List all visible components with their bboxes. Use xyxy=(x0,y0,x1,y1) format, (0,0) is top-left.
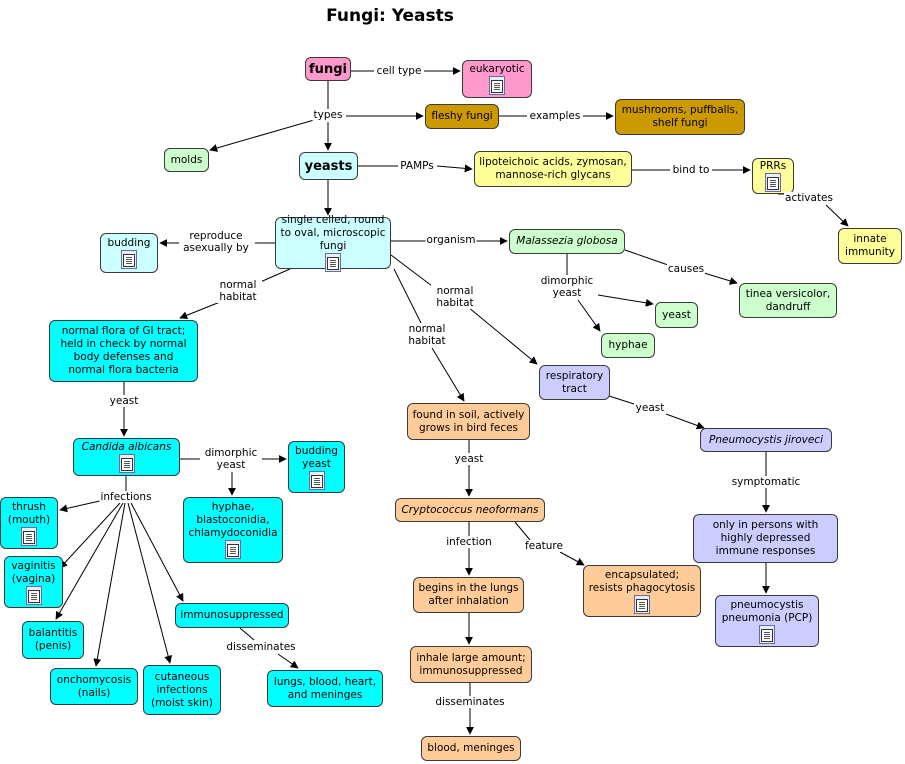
node-lungs-blood[interactable]: lungs, blood, heart, and meninges xyxy=(267,670,383,707)
document-icon[interactable] xyxy=(25,585,42,605)
document-icon[interactable] xyxy=(225,540,241,559)
node-single-celled[interactable]: single celled, round to oval, microscopi… xyxy=(275,214,391,272)
connector-pamps-lipo xyxy=(436,164,473,173)
link-label-disseminates-2: disseminates xyxy=(434,696,506,708)
node-onchomycosis[interactable]: onchomycosis (nails) xyxy=(50,668,138,705)
link-label-bind-to: bind to xyxy=(671,164,711,176)
node-innate-immunity[interactable]: innate immunity xyxy=(838,228,902,264)
link-label-disseminates-1: disseminates xyxy=(225,641,297,653)
node-molds[interactable]: molds xyxy=(164,148,209,172)
connector-infections-cutaneous xyxy=(127,502,173,664)
link-label-normal-habitat-3: normal habitat xyxy=(403,323,451,347)
node-cutaneous[interactable]: cutaneous infections (moist skin) xyxy=(143,665,221,715)
document-icon[interactable] xyxy=(121,250,137,269)
document-icon[interactable] xyxy=(118,454,135,473)
connector-dimorphic-hyphae xyxy=(577,299,601,332)
connector-infections-balantitis xyxy=(55,502,124,620)
connector-single-habitat1 xyxy=(257,268,291,284)
document-icon[interactable] xyxy=(489,76,505,95)
node-eukaryotic[interactable]: eukaryotic xyxy=(462,60,532,98)
node-thrush[interactable]: thrush (mouth) xyxy=(0,497,58,549)
node-malassezia-hyphae[interactable]: hyphae xyxy=(601,333,655,358)
document-icon[interactable] xyxy=(308,470,325,490)
link-label-normal-habitat-2: normal habitat xyxy=(431,285,479,309)
document-icon[interactable] xyxy=(759,624,775,644)
connector-infections-onchomycosis xyxy=(93,502,126,667)
link-label-normal-habitat-1: normal habitat xyxy=(214,279,262,303)
connector-causes-tinea xyxy=(703,272,738,285)
node-pneumocystis[interactable]: Pneumocystis jiroveci xyxy=(700,428,832,452)
node-yeasts[interactable]: yeasts xyxy=(299,152,358,180)
node-only-in-persons[interactable]: only in persons with highly depressed im… xyxy=(693,514,838,563)
connector-infections-vaginitis xyxy=(59,502,121,569)
link-label-examples: examples xyxy=(528,110,582,122)
link-label-types: types xyxy=(312,109,344,121)
node-malassezia[interactable]: Malassezia globosa xyxy=(509,229,625,254)
link-label-dimorphic-mal: dimorphic yeast xyxy=(536,275,598,299)
connector-malassezia-causes xyxy=(624,249,669,266)
node-respiratory[interactable]: respiratory tract xyxy=(539,365,610,400)
node-normal-flora[interactable]: normal flora of GI tract; held in check … xyxy=(49,320,198,382)
link-label-cell-type: cell type xyxy=(375,65,423,77)
connector-habitat2-respiratory xyxy=(467,306,538,365)
link-label-pamps: PAMPs xyxy=(399,160,435,172)
node-begins-lungs[interactable]: begins in the lungs after inhalation xyxy=(413,577,524,613)
connector-single-habitat3 xyxy=(393,268,423,326)
node-malassezia-yeast[interactable]: yeast xyxy=(655,302,698,328)
node-hyphae-blasto[interactable]: hyphae, blastoconidia, chlamydoconidia xyxy=(183,497,283,563)
connector-habitat3-soil xyxy=(431,347,465,402)
connector-activates-innate xyxy=(825,204,849,227)
link-label-reproduce: reproduce asexually by xyxy=(179,230,253,254)
connector-infections-thrush xyxy=(59,499,105,513)
link-label-dimorphic-cand: dimorphic yeast xyxy=(200,447,262,471)
connector-crypto-feature xyxy=(514,521,531,541)
node-encapsulated[interactable]: encapsulated; resists phagocytosis xyxy=(583,565,701,617)
node-balantitis[interactable]: balantitis (penis) xyxy=(22,621,84,659)
link-label-yeast-2: yeast xyxy=(453,453,485,465)
connector-habitat1-flora xyxy=(179,301,221,320)
document-icon[interactable] xyxy=(634,594,650,614)
link-label-infection: infection xyxy=(445,536,493,548)
node-immunosuppressed[interactable]: immunosuppressed xyxy=(175,603,289,628)
link-label-yeast-3: yeast xyxy=(634,402,666,414)
link-label-causes: causes xyxy=(666,263,706,275)
page-title: Fungi: Yeasts xyxy=(326,6,454,26)
node-lipoteichoic[interactable]: lipoteichoic acids, zymosan, mannose-ric… xyxy=(474,151,632,187)
connector-types-molds xyxy=(209,119,315,152)
link-label-activates: activates xyxy=(784,192,834,204)
connector-respiratory-yeast3 xyxy=(605,394,635,405)
node-budding[interactable]: budding xyxy=(100,233,158,273)
node-pcp[interactable]: pneumocystis pneumonia (PCP) xyxy=(715,595,819,647)
connector-single-habitat2 xyxy=(390,254,437,290)
document-icon[interactable] xyxy=(325,253,341,272)
node-fleshy-fungi[interactable]: fleshy fungi xyxy=(425,104,499,129)
node-inhale-large[interactable]: inhale large amount; immunosuppressed xyxy=(410,646,532,683)
document-icon[interactable] xyxy=(765,173,781,192)
link-label-organism: organism xyxy=(425,234,477,246)
node-fungi[interactable]: fungi xyxy=(305,57,351,81)
link-label-feature: feature xyxy=(524,540,564,552)
node-prrs[interactable]: PRRs xyxy=(752,158,794,194)
connector-feature-encapsulated xyxy=(559,551,585,566)
connector-dimorphic-yeast xyxy=(591,293,654,307)
node-mushrooms[interactable]: mushrooms, puffballs, shelf fungi xyxy=(615,99,745,135)
node-found-in-soil[interactable]: found in soil, actively grows in bird fe… xyxy=(407,403,530,440)
link-label-yeast-1: yeast xyxy=(108,395,140,407)
connector-disseminates-lungs xyxy=(277,653,299,669)
connector-infections-immuno xyxy=(130,502,184,602)
link-label-symptomatic: symptomatic xyxy=(730,476,802,488)
link-label-infections: infections xyxy=(99,491,153,503)
node-candida[interactable]: Candida albicans xyxy=(73,438,180,476)
node-vaginitis[interactable]: vaginitis (vagina) xyxy=(4,556,63,608)
document-icon[interactable] xyxy=(21,526,37,546)
node-blood-meninges[interactable]: blood, meninges xyxy=(421,736,521,761)
node-cryptococcus[interactable]: Cryptococcus neoformans xyxy=(395,498,545,522)
node-tinea[interactable]: tinea versicolor, dandruff xyxy=(739,283,837,318)
node-budding-yeast[interactable]: budding yeast xyxy=(288,441,345,493)
connector-yeast3-pneumocystis xyxy=(665,413,705,430)
connector-immuno-disseminates xyxy=(239,627,255,641)
